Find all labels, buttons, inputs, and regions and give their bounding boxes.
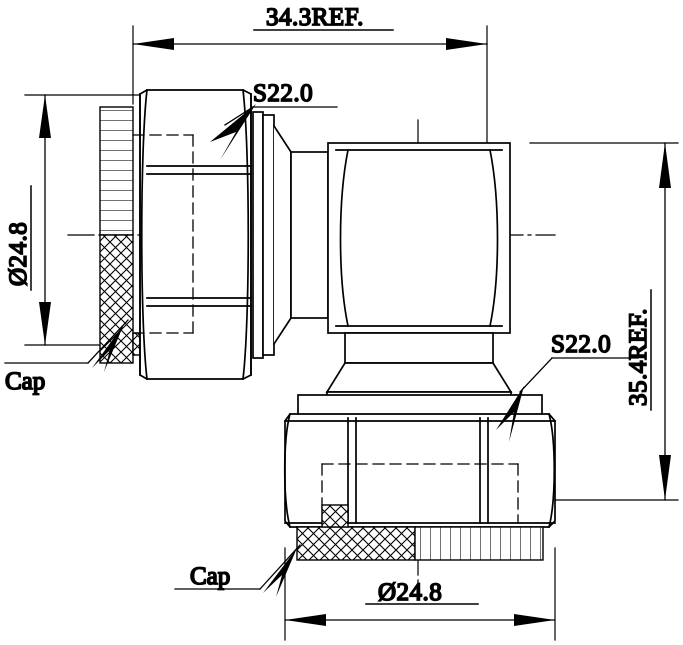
callout-label-cap-bottom: Cap	[190, 563, 230, 590]
arrowhead-top-right	[659, 143, 671, 188]
leader-line-s22-bottom	[519, 357, 553, 393]
left-hex-nut-outline	[139, 89, 252, 380]
bottom-hex-curve-bot	[547, 412, 556, 529]
horizontal-connector	[99, 89, 329, 380]
elbow-curve-right	[488, 149, 499, 328]
left-flange-b	[262, 114, 275, 356]
cap-bottom-lip-hatch	[321, 504, 349, 528]
arrowhead-cap-bottom	[263, 548, 297, 597]
left-hex-curve-near	[140, 89, 148, 380]
left-flange-a	[252, 111, 264, 359]
elbow-outer-box	[327, 142, 511, 334]
left-shank	[290, 151, 329, 319]
cap-left-upper-hatch	[99, 106, 134, 236]
leader-line-s22-top	[224, 106, 254, 126]
arrowhead-left-bottom	[285, 614, 326, 626]
arrowhead-bottom-left	[39, 302, 51, 345]
left-taper	[272, 124, 292, 346]
callout-hex-top	[210, 104, 338, 160]
leader-line-cap-bottom	[259, 544, 301, 590]
dimension-label-bottom-diameter: Ø24.8	[378, 579, 442, 606]
left-hidden-lines	[132, 134, 194, 334]
arrowhead-right-top	[446, 38, 487, 50]
arrowhead-top-left	[39, 95, 51, 138]
callout-label-cap-left: Cap	[5, 368, 45, 395]
arrowhead-cap-left	[92, 324, 124, 372]
cap-bottom-xhatch	[296, 526, 416, 561]
vertical-connector	[283, 332, 556, 561]
dimension-label-left-diameter: Ø24.8	[5, 222, 32, 286]
vertical-collar	[344, 332, 494, 364]
callout-cap-bottom	[174, 544, 301, 597]
callout-cap-left	[4, 319, 129, 372]
elbow-curve-left	[339, 149, 350, 328]
arrowhead-right-bottom	[514, 614, 555, 626]
cap-left-lower-hatch	[99, 234, 134, 364]
leader-line-cap-left	[87, 319, 129, 364]
cap-bottom-vhatch	[414, 526, 544, 561]
dimension-left-diameter	[30, 94, 51, 346]
callout-label-hex-bottom: S22.0	[551, 331, 611, 358]
bottom-hidden-lines	[321, 463, 519, 524]
dimension-overall-length	[132, 29, 488, 50]
arrowhead-bottom-right	[659, 455, 671, 500]
dimension-bottom-diameter	[284, 603, 556, 626]
arrowhead-left-top	[133, 38, 174, 50]
dimension-overall-height	[650, 142, 671, 501]
extension-lines	[24, 25, 679, 641]
vertical-taper	[325, 362, 513, 393]
dimension-label-overall-height: 35.4REF.	[625, 308, 652, 406]
bottom-hex-curve-top	[283, 412, 292, 529]
arrowhead-s22-bottom	[496, 386, 524, 442]
callout-label-hex-top: S22.0	[253, 80, 313, 107]
arrowhead-s22-top	[210, 104, 256, 160]
elbow-body	[327, 142, 511, 334]
dimension-label-overall-length: 34.3REF.	[266, 4, 364, 31]
callout-hex-bottom	[496, 357, 639, 442]
